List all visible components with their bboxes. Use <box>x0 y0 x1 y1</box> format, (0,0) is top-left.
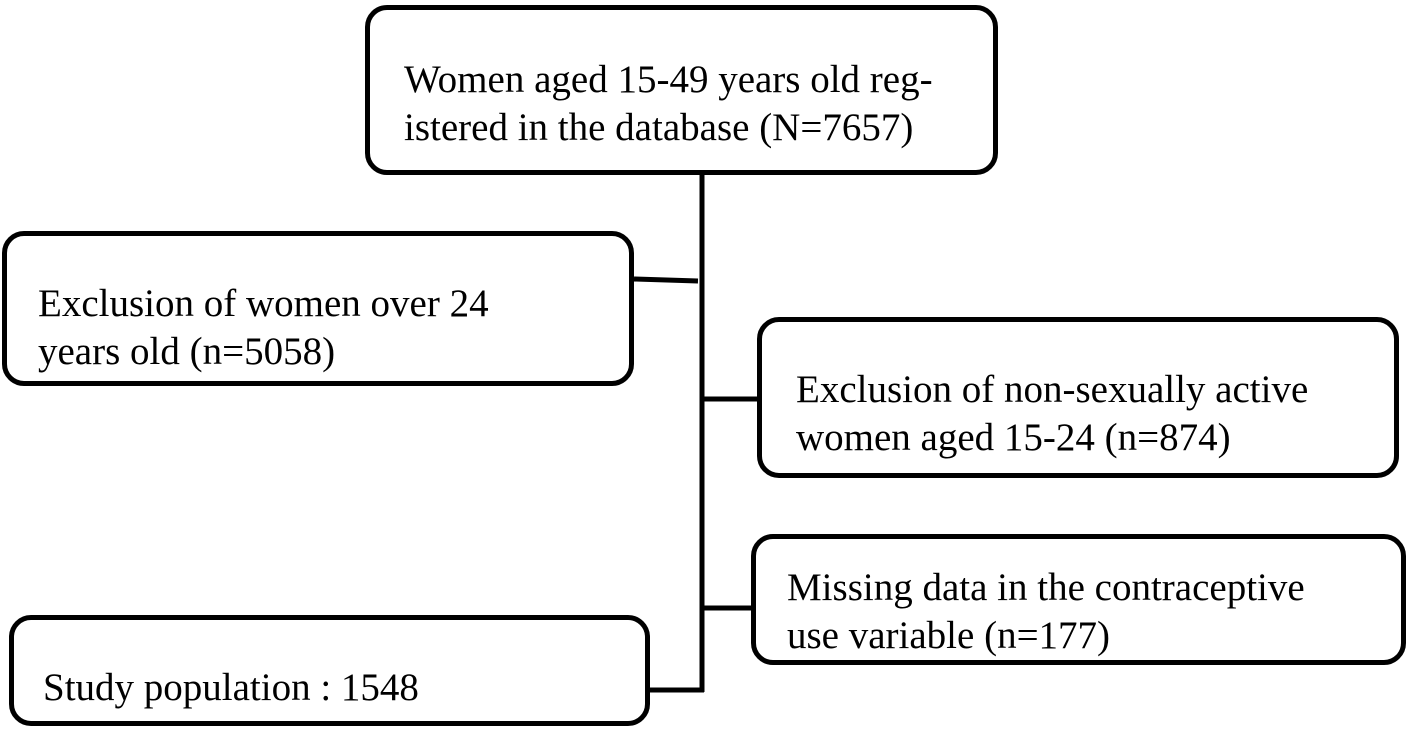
missing-data-text: Missing data in the contraceptive use va… <box>787 566 1305 657</box>
missing-data-box: Missing data in the contraceptive use va… <box>751 534 1406 665</box>
source-population-box: Women aged 15-49 years old reg- istered … <box>365 5 998 175</box>
exclusion-age-box: Exclusion of women over 24 years old (n=… <box>2 231 634 386</box>
study-population-text: Study population : 1548 <box>43 666 419 709</box>
source-population-text: Women aged 15-49 years old reg- istered … <box>404 58 933 149</box>
exclusion-sexual-text: Exclusion of non-sexually active women a… <box>796 368 1309 459</box>
branch-to-exclusion-age <box>633 276 699 284</box>
exclusion-sexual-box: Exclusion of non-sexually active women a… <box>757 317 1399 478</box>
exclusion-age-text: Exclusion of women over 24 years old (n=… <box>38 282 489 373</box>
study-population-box: Study population : 1548 <box>9 615 650 726</box>
